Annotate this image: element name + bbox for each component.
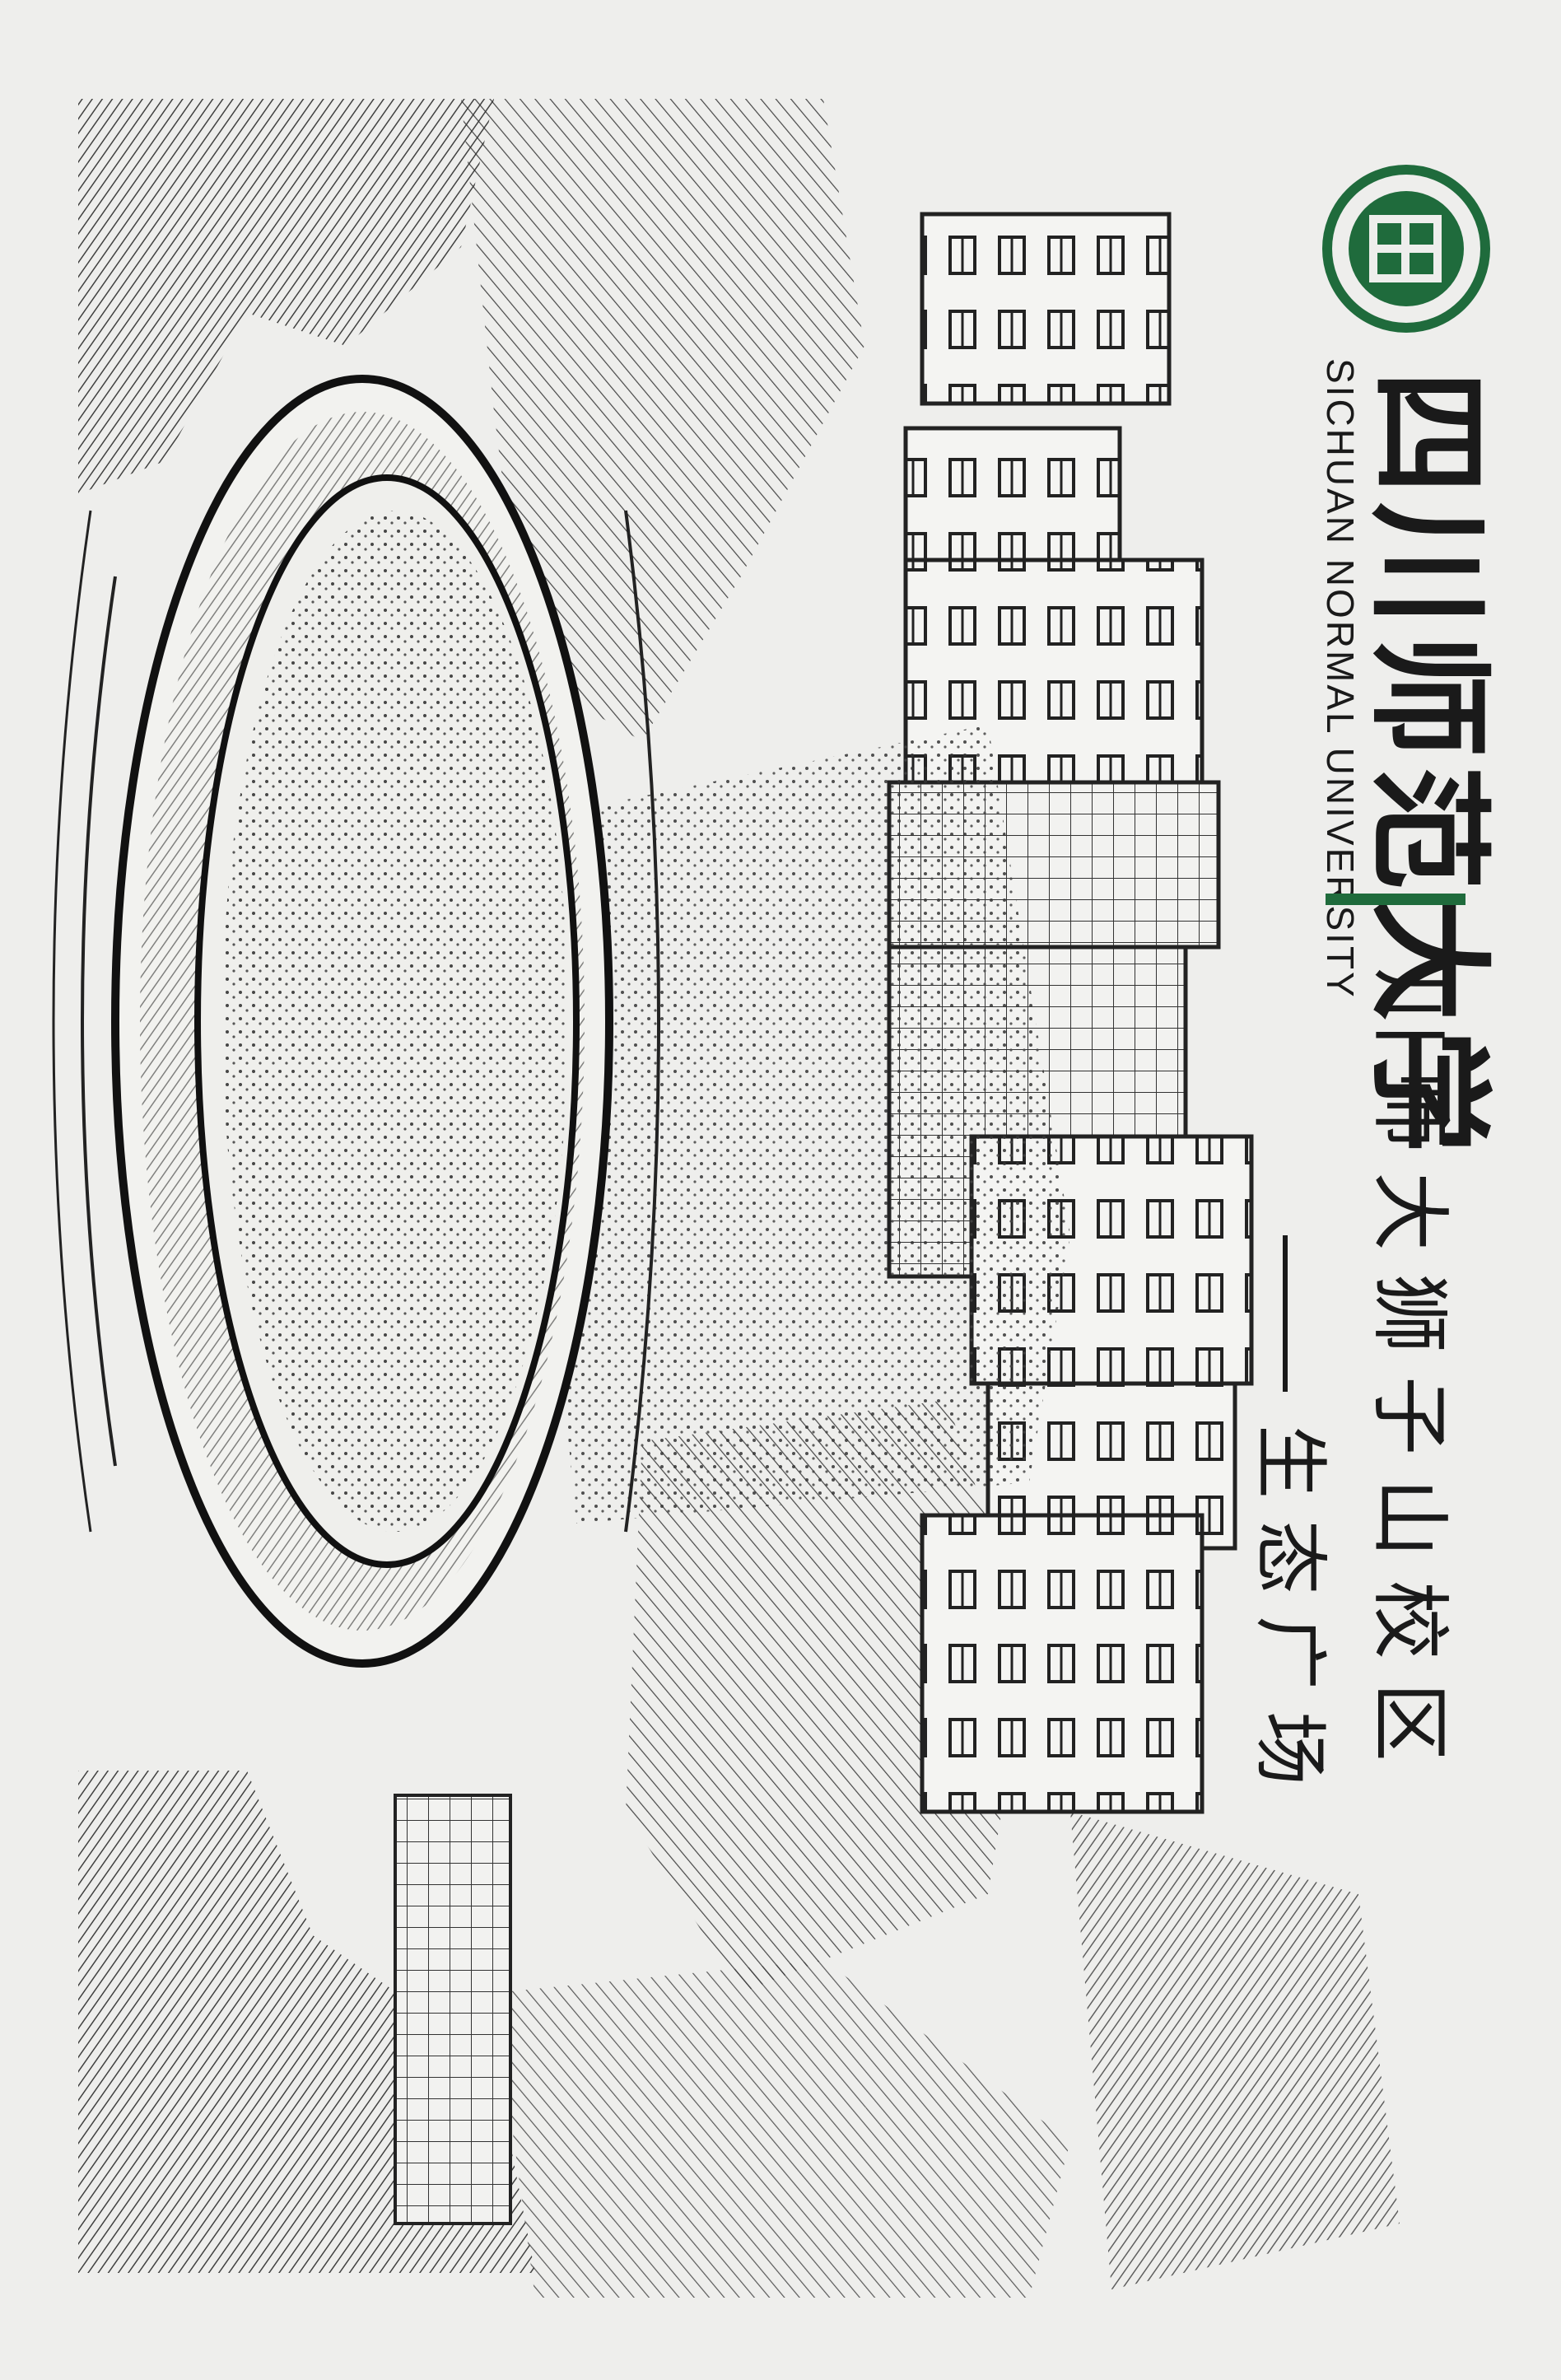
building-3: [903, 558, 1205, 810]
steps: [394, 1794, 512, 2225]
fountain-spray: [510, 725, 1070, 1524]
accent-divider: [1326, 894, 1465, 905]
shrub-hatching-bottom: [494, 1960, 1070, 2298]
building-1: [920, 212, 1172, 406]
building-7: [920, 1513, 1205, 1814]
ground-hatching-top: [78, 99, 494, 494]
place-caption: 生态广场: [1243, 1235, 1350, 1807]
trees-far-bottom: [1070, 1812, 1400, 2289]
university-seal-icon: [1322, 165, 1490, 333]
em-dash: [1282, 1235, 1288, 1392]
campus-title: 川师大狮子山校区: [1363, 968, 1456, 1785]
fountain-water: [222, 511, 568, 1532]
trees-top: [461, 99, 864, 741]
place-name: 生态广场: [1246, 1425, 1333, 1807]
